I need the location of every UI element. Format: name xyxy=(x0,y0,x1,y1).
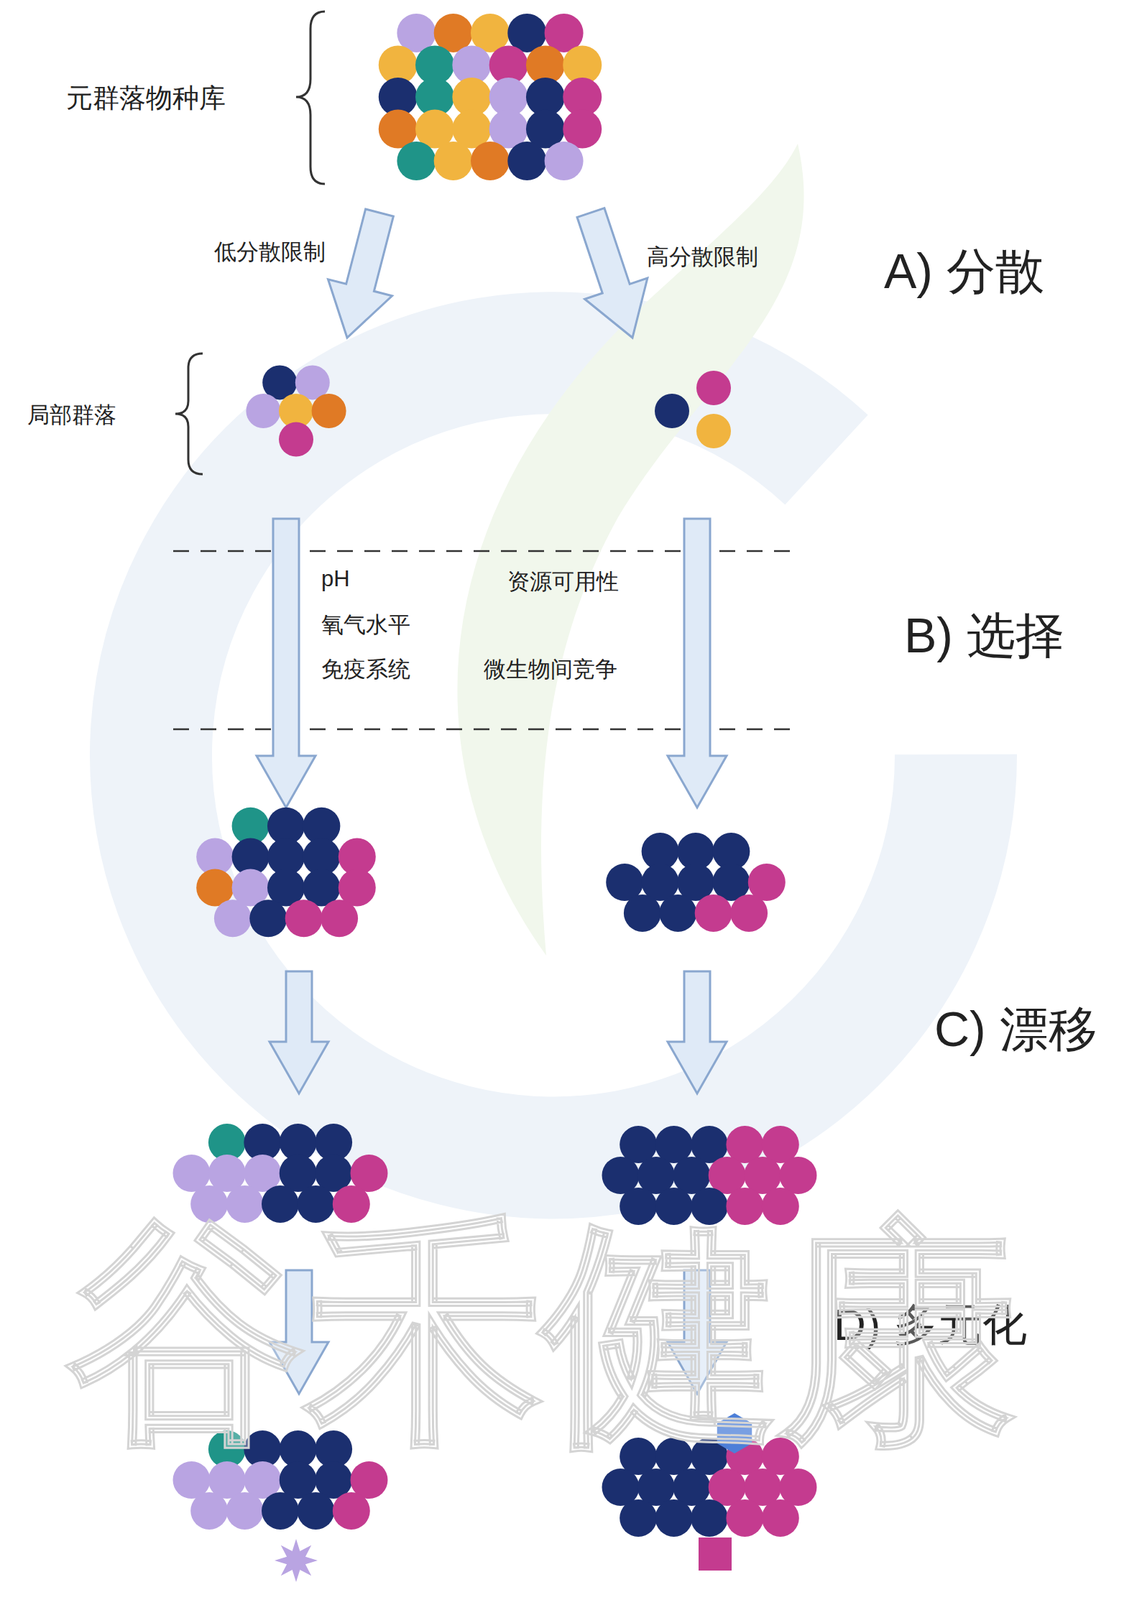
microbe-dot xyxy=(278,422,314,458)
microbe-dot xyxy=(619,1499,657,1538)
microbe-dot xyxy=(261,1492,299,1531)
microbe-dot xyxy=(190,1492,228,1531)
annotation: 高分散限制 xyxy=(646,244,759,271)
microbe-dot xyxy=(245,393,281,429)
microbe-dot xyxy=(696,413,731,449)
annotation: 微生物间竞争 xyxy=(483,656,618,683)
annotation: 氧气水平 xyxy=(321,612,411,639)
microbe-dot xyxy=(730,894,768,933)
microbe-dot xyxy=(696,370,731,406)
square-microbe xyxy=(698,1537,732,1572)
annotation: 元群落物种库 xyxy=(66,83,226,115)
microbe-dot xyxy=(690,1499,729,1538)
watermark: 谷禾健康 xyxy=(68,1216,1017,1454)
stage-heading: A) 分散 xyxy=(883,242,1045,299)
microbe-dot xyxy=(655,1499,693,1538)
stage-heading: C) 漂移 xyxy=(934,1001,1098,1058)
flow-arrow xyxy=(667,971,727,1094)
bracket xyxy=(296,11,325,184)
microbe-dot xyxy=(544,141,584,181)
microbe-dot xyxy=(396,141,436,181)
flow-arrow xyxy=(667,518,727,808)
logo-leaf xyxy=(457,143,804,956)
microbe-dot xyxy=(214,899,252,938)
flow-arrow xyxy=(256,518,316,808)
microbe-dot xyxy=(507,141,547,181)
flow-arrow xyxy=(269,971,329,1094)
microbe-dot xyxy=(311,393,347,429)
annotation: 局部群落 xyxy=(27,402,117,429)
flow-arrow xyxy=(327,209,394,338)
microbe-dot xyxy=(623,894,662,933)
microbe-dot xyxy=(332,1492,371,1531)
microbe-dot xyxy=(434,141,473,181)
annotation: 免疫系统 xyxy=(321,656,411,683)
annotation: pH xyxy=(321,566,351,593)
stage-heading: B) 选择 xyxy=(904,607,1065,664)
microbe-dot xyxy=(296,1492,335,1531)
star-microbe xyxy=(274,1539,318,1583)
flow-arrow xyxy=(577,208,648,338)
microbe-dot xyxy=(470,141,510,181)
microbe-dot xyxy=(725,1499,764,1538)
microbe-dot xyxy=(249,899,287,938)
annotation: 资源可用性 xyxy=(507,569,619,596)
annotation: 低分散限制 xyxy=(214,239,326,266)
microbe-dot xyxy=(694,894,733,933)
bracket xyxy=(175,353,203,475)
microbe-dot xyxy=(226,1492,264,1531)
microbe-dot xyxy=(285,899,323,938)
microbe-dot xyxy=(320,899,358,938)
microbe-dot xyxy=(761,1499,800,1538)
microbe-dot xyxy=(659,894,697,933)
microbe-dot xyxy=(654,393,690,429)
